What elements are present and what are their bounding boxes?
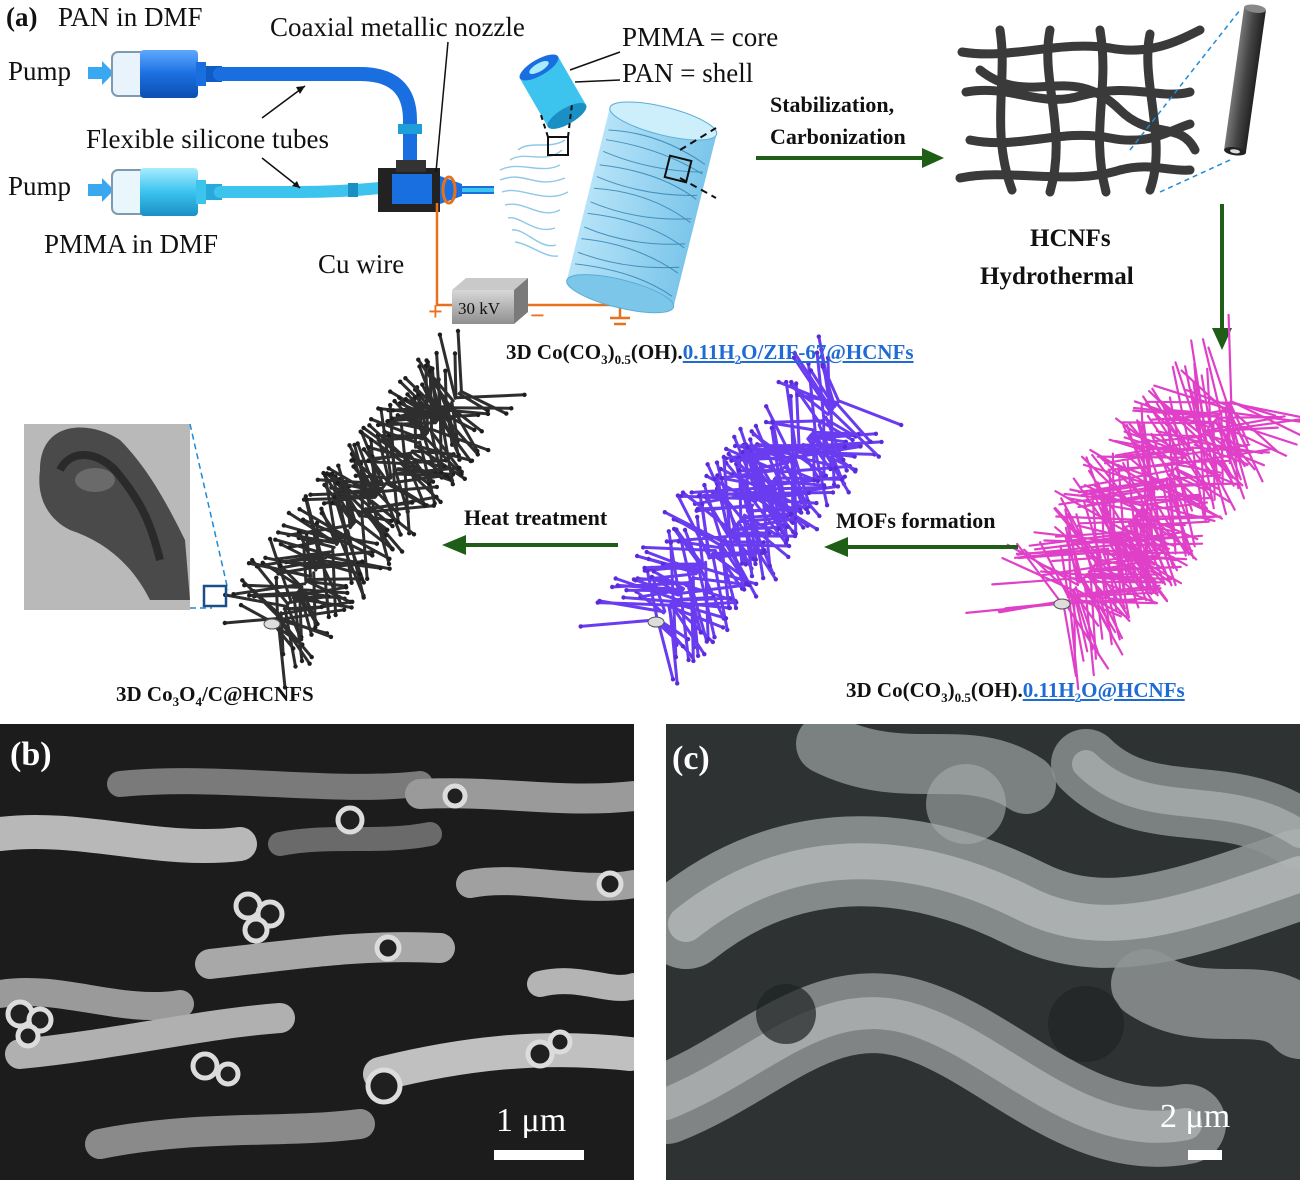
zif-purple-fiber: [578, 334, 904, 686]
coaxial-nozzle: [378, 160, 494, 212]
flexible-tubes-label: Flexible silicone tubes: [86, 124, 329, 154]
minus-sign: −: [530, 301, 545, 330]
pump-arrow-bottom: [88, 178, 114, 202]
hcnfs-label: HCNFs: [1030, 225, 1111, 252]
sem-panel-b: (b) 1 μm: [0, 724, 634, 1180]
carbonization-label: Carbonization: [770, 124, 906, 149]
sem-panel-c: (c) 2 μm: [666, 724, 1300, 1180]
scale-bar-c: [1188, 1150, 1222, 1160]
pump-bottom-label: Pump: [8, 171, 72, 201]
voltage-label: 30 kV: [458, 299, 501, 318]
pump-arrow-top: [88, 61, 114, 85]
fiber-collector: [566, 101, 718, 314]
panel-a-label: (a): [6, 2, 38, 32]
core-shell-fiber-icon: [519, 51, 621, 156]
arrow-hydrothermal: [1212, 204, 1232, 350]
co3o4-composite-label: 3D Co3O4/C@HCNFS: [116, 682, 314, 710]
arrow-stabilization: [756, 148, 944, 168]
zif-composite-label: 3D Co(CO3)0.5(OH).0.11H2O/ZIF-67@HCNFs: [506, 340, 914, 368]
jet-fibers: [499, 139, 569, 257]
magenta-spiky-fiber: [965, 313, 1300, 691]
sem-spiky-fibers-image: [666, 724, 1300, 1180]
hollow-fiber-rod: [1224, 4, 1266, 156]
tem-inset: [24, 423, 229, 610]
pump-top-label: Pump: [8, 56, 72, 86]
plus-sign: +: [428, 297, 443, 326]
arrow-mofs-formation: [824, 537, 1018, 557]
heat-treatment-label: Heat treatment: [464, 505, 608, 530]
pan-syringe: [88, 50, 222, 98]
scale-label-b: 1 μm: [496, 1102, 567, 1139]
co3o4-dark-fiber: [222, 328, 527, 690]
pan-shell-label: PAN = shell: [622, 58, 754, 88]
coaxial-nozzle-label: Coaxial metallic nozzle: [270, 12, 525, 42]
stabilization-label: Stabilization,: [770, 92, 895, 117]
cu-wire-circuit: 30 kV + −: [428, 203, 630, 330]
power-supply-box: [452, 278, 528, 290]
pan-tube: [213, 67, 417, 177]
pmma-in-dmf-label: PMMA in DMF: [44, 229, 219, 259]
panel-b-label: (b): [10, 736, 52, 773]
pan-in-dmf-label: PAN in DMF: [58, 2, 203, 32]
pmma-syringe: [88, 168, 222, 216]
hcnf-network: [955, 25, 1205, 197]
sem-hollow-fibers-image: [0, 724, 634, 1180]
scale-label-c: 2 μm: [1160, 1098, 1231, 1135]
hydrothermal-label: Hydrothermal: [980, 263, 1134, 290]
schematic-diagram: 30 kV + −: [24, 4, 1300, 691]
pmma-core-label: PMMA = core: [622, 22, 779, 52]
scale-bar-b: [494, 1150, 584, 1160]
arrow-heat-treatment: [442, 535, 618, 555]
pmma-tube: [214, 182, 386, 198]
panel-c-label: (c): [672, 740, 710, 777]
mofs-formation-label: MOFs formation: [836, 508, 996, 533]
cc-composite-label: 3D Co(CO3)0.5(OH).0.11H2O@HCNFs: [846, 678, 1185, 706]
cu-wire-label: Cu wire: [318, 249, 405, 279]
